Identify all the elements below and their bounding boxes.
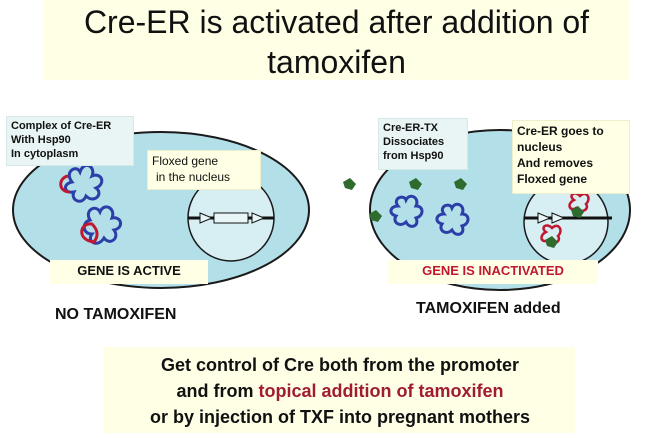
free-cre-er-2 [435, 202, 470, 236]
gene-inactivated-status: GENE IS INACTIVATED [388, 260, 598, 284]
summary-line-2-prefix: and from [176, 381, 259, 401]
dissociate-label-line: Dissociates [383, 136, 445, 148]
complex-label-line: In cytoplasm [11, 148, 79, 160]
left-loxp-site-1 [199, 212, 214, 224]
cre-er-hsp90-complex-2 [80, 205, 122, 245]
nucleus-action-label: Cre-ER goes to nucleus And removes Floxe… [512, 120, 630, 194]
tamoxifen-added-caption: TAMOXIFEN added [416, 300, 561, 317]
slide-title-line1: Cre-ER is activated after addition of [83, 4, 590, 40]
left-floxed-gene [213, 212, 249, 224]
summary-highlight: topical addition of tamoxifen [258, 381, 504, 401]
nucleus-label-line: nucleus [517, 140, 563, 154]
no-tamoxifen-caption: NO TAMOXIFEN [55, 306, 177, 323]
tamoxifen-molecule-4 [454, 178, 467, 190]
summary-line-3: or by injection of TXF into pregnant mot… [149, 407, 530, 427]
summary-line-2: and from topical addition of tamoxifen [100, 378, 580, 404]
summary-line-1: Get control of Cre both from the promote… [161, 355, 519, 375]
cre-er-hsp90-complex-1 [59, 163, 104, 203]
floxed-label-line: in the nucleus [156, 170, 231, 184]
tamoxifen-molecule-3 [409, 178, 422, 190]
dissociate-label-line: from Hsp90 [383, 150, 444, 162]
right-loxp-site-1 [537, 212, 552, 224]
nucleus-label-line: Cre-ER goes to [517, 124, 604, 138]
tamoxifen-molecule-1 [343, 178, 356, 190]
summary-banner [104, 347, 575, 433]
nucleus-label-line: And removes [517, 156, 594, 170]
floxed-gene-label: Floxed gene in the nucleus [147, 150, 261, 190]
tamoxifen-molecule-6 [545, 236, 558, 248]
left-loxp-site-2 [251, 212, 266, 224]
gene-active-status: GENE IS ACTIVE [50, 260, 208, 284]
tamoxifen-molecule-5 [571, 206, 584, 218]
title-banner [44, 0, 629, 80]
complex-label-line: Complex of Cre-ER [11, 120, 112, 132]
nuclear-cre-er-2 [540, 224, 562, 245]
complex-label: Complex of Cre-ER With Hsp90 In cytoplas… [6, 116, 134, 166]
nucleus-label-line: Floxed gene [517, 172, 588, 186]
complex-label-line: With Hsp90 [11, 134, 71, 146]
dissociate-label-line: Cre-ER-TX [383, 122, 439, 134]
right-loxp-site-2 [551, 212, 566, 224]
slide-title-line2: tamoxifen [267, 44, 406, 80]
dissociate-label: Cre-ER-TX Dissociates from Hsp90 [378, 118, 468, 170]
floxed-label-line: Floxed gene [152, 154, 219, 168]
tamoxifen-molecule-2 [369, 210, 382, 222]
free-cre-er-1 [389, 194, 424, 228]
